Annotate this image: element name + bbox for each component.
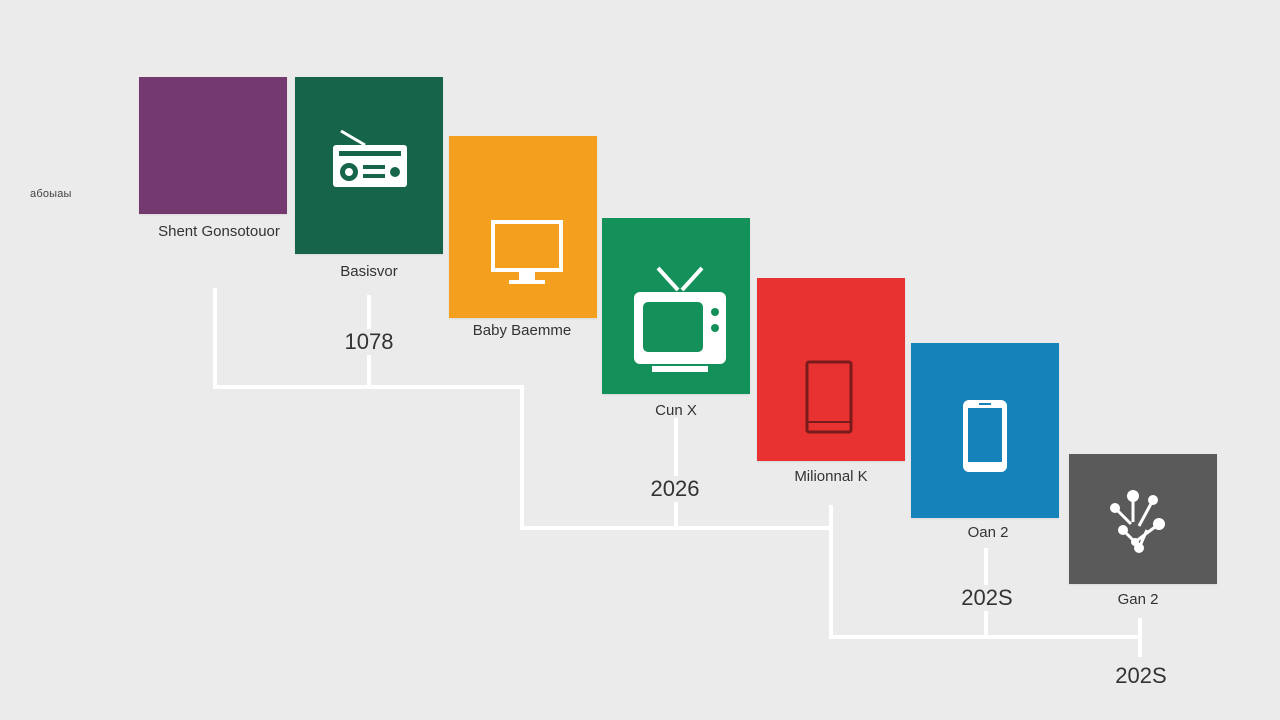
card-5-caption: Milionnal K: [794, 468, 868, 485]
generation-card-2: [295, 77, 443, 254]
card-4-caption: Cun X: [655, 402, 697, 419]
monitor-icon: [491, 220, 563, 284]
card-6-caption: Oan 2: [967, 524, 1009, 541]
year-label-1: 1078: [342, 329, 396, 355]
year-label-4: 202S: [1113, 663, 1169, 689]
smartphone-icon: [963, 400, 1007, 472]
card-3-caption: Baby Baemme: [472, 322, 572, 339]
network-icon: [1110, 490, 1165, 553]
generation-card-7: [1069, 454, 1217, 584]
generation-card-4: [602, 218, 750, 394]
card-1-caption: Shent Gonsotouor: [158, 223, 280, 240]
generation-card-6: [911, 343, 1059, 518]
side-label: абоыаы: [30, 188, 72, 200]
card-2-caption: Basisvor: [340, 263, 398, 280]
generation-card-1: [139, 77, 287, 214]
year-label-3: 202S: [959, 585, 1015, 611]
year-label-2: 2026: [648, 476, 702, 502]
tv-icon: [634, 266, 726, 372]
connector-1: [213, 288, 1142, 639]
generation-card-5: [757, 278, 905, 461]
generation-card-3: [449, 136, 597, 318]
card-7-caption: Gan 2: [1117, 591, 1159, 608]
radio-icon: [333, 129, 407, 187]
tablet-icon: [805, 360, 853, 434]
